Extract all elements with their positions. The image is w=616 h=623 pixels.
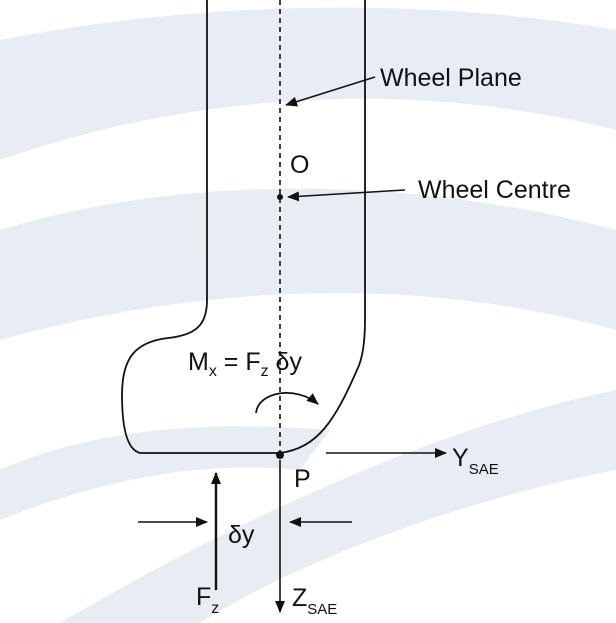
wheel-centre-label: Wheel Centre <box>418 176 571 204</box>
wheel-plane-leader <box>285 76 376 107</box>
point-o-label: O <box>290 151 309 179</box>
tyre-outline <box>121 0 366 454</box>
wheel-plane-label: Wheel Plane <box>380 64 522 92</box>
fz-label: Fz <box>196 583 219 617</box>
moment-equation-label: Mx = Fz δy <box>188 348 302 380</box>
z-sae-label: ZSAE <box>292 584 337 618</box>
wheel-centre-point <box>277 194 283 200</box>
y-sae-label: YSAE <box>452 444 499 478</box>
offset-label: δy <box>228 521 255 549</box>
moment-arrow <box>255 392 319 414</box>
contact-point-p <box>276 451 284 459</box>
background-watermark <box>0 7 616 623</box>
wheel-centre-leader <box>287 189 406 202</box>
point-p-label: P <box>294 465 311 493</box>
